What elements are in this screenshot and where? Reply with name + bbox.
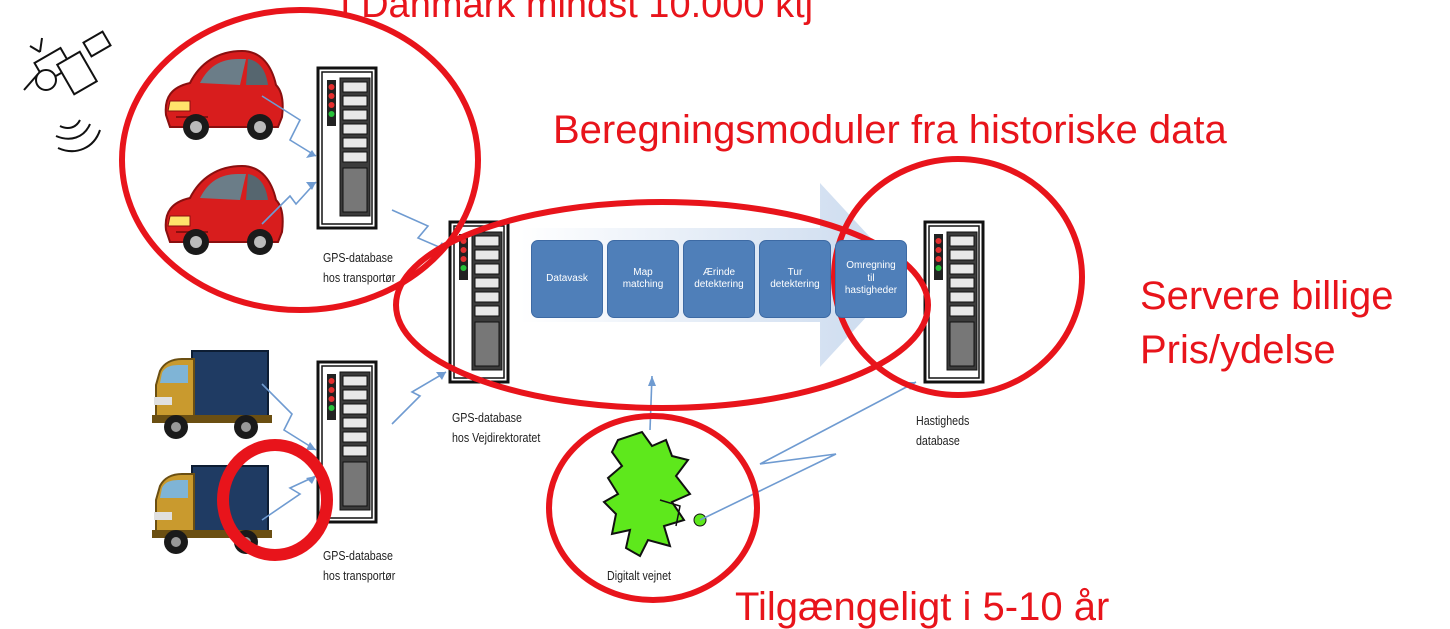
truck-icon — [151, 465, 273, 555]
label-speed-database: Hastigheds database — [916, 413, 970, 448]
server-icon — [316, 66, 378, 230]
circle-truck-link — [217, 439, 333, 561]
circle-gps-transport — [119, 7, 481, 313]
server-icon — [923, 220, 985, 384]
circle-servers — [831, 156, 1085, 398]
circle-road-network — [546, 413, 760, 603]
annotation-modules: Beregningsmoduler fra historiske data — [553, 108, 1227, 152]
truck-icon — [151, 350, 273, 440]
satellite-icon — [23, 30, 112, 153]
label-road-network: Digitalt vejnet — [607, 568, 671, 583]
car-icon — [164, 165, 284, 256]
label-gps-transport-1: GPS-database hos transportør — [323, 250, 396, 285]
annotation-bottom: Tilgængeligt i 5-10 år — [735, 585, 1110, 629]
server-icon — [448, 220, 510, 384]
step-omregning: Omregning til hastigheder — [835, 240, 907, 318]
step-aerinde-detektering: Ærinde detektering — [683, 240, 755, 318]
annotation-circles — [119, 7, 1085, 603]
annotation-servers-1: Servere billige — [1140, 274, 1394, 318]
annotation-top: I Danmark mindst 10.000 ktj — [340, 0, 814, 26]
step-tur-detektering: Tur detektering — [759, 240, 831, 318]
step-map-matching: Map matching — [607, 240, 679, 318]
step-datavask: Datavask — [531, 240, 603, 318]
map-denmark-icon — [602, 430, 707, 558]
circle-modules — [393, 199, 931, 411]
data-link-arrows — [261, 95, 917, 521]
label-gps-transport-2: GPS-database hos transportør — [323, 548, 396, 583]
annotation-servers-2: Pris/ydelse — [1140, 328, 1336, 372]
label-gps-vejdirektoratet: GPS-database hos Vejdirektoratet — [452, 410, 541, 445]
car-icon — [164, 50, 284, 141]
